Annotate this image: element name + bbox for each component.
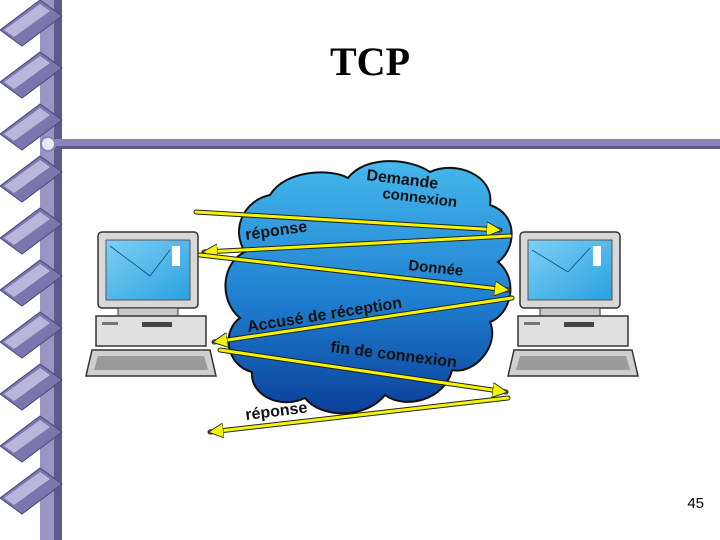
label-donnee: Donnée: [408, 257, 464, 280]
left-computer: [85, 231, 217, 377]
arrow-donnee: [197, 252, 511, 290]
arrow-reponse-1: [201, 233, 513, 252]
arrow-reponse-2: [207, 395, 511, 432]
left-decorative-border: [0, 0, 63, 540]
message-arrows: [193, 209, 515, 432]
arrow-demande-connexion: [193, 209, 503, 230]
title-underline: [40, 136, 720, 152]
arrow-fin-connexion: [217, 347, 509, 392]
page-number: 45: [687, 495, 704, 512]
slide-title: TCP: [330, 39, 410, 84]
arrow-accuse-reception: [211, 295, 515, 342]
right-computer: [507, 231, 639, 377]
